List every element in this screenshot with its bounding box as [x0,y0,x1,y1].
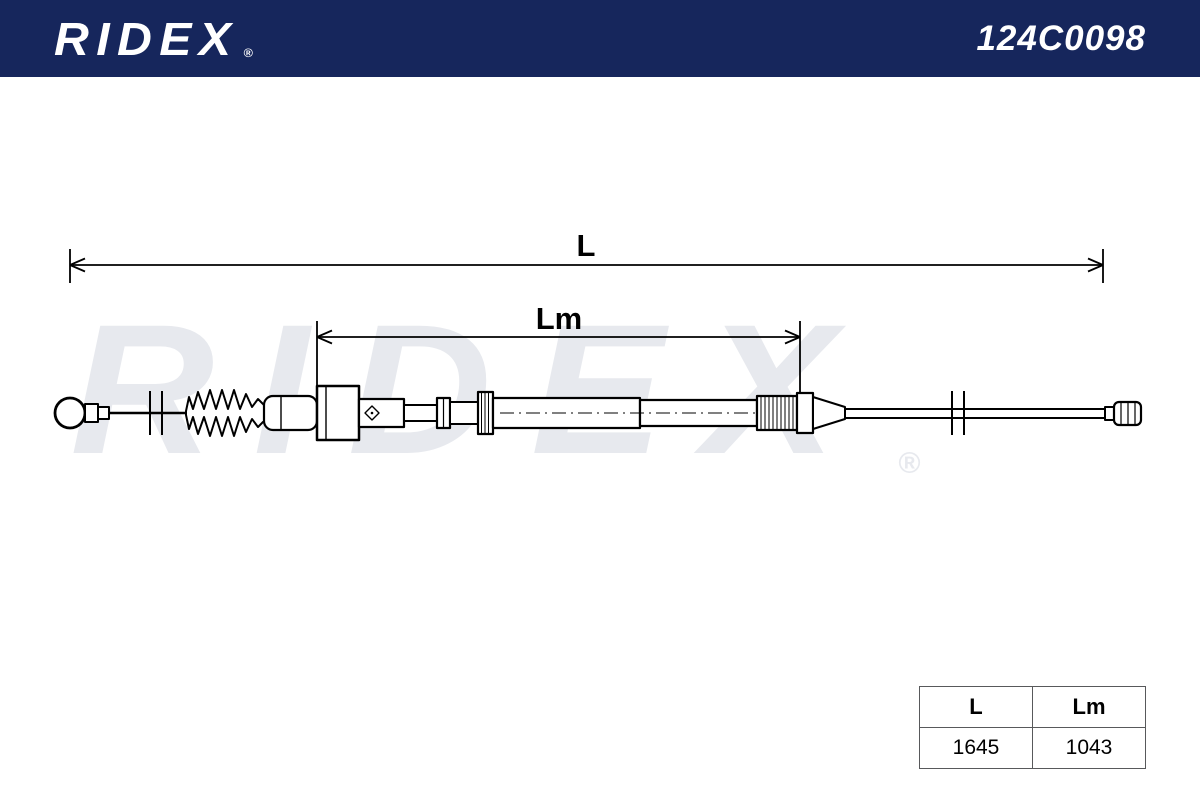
brand-logo: RIDEX ® [54,16,253,62]
cable-eyelet-nipple [97,406,110,420]
spec-table-header-l: L [919,686,1033,728]
end-fitting-neck [1104,406,1115,421]
spec-table: L Lm 1645 1043 [919,686,1146,769]
brake-cable-drawing [53,384,1143,442]
cable-eyelet-fitting [84,403,99,423]
watermark-registered-trademark-icon: ® [898,447,921,480]
cable-eyelet [53,396,87,430]
cable-long-rod [844,408,1106,419]
cable-mid-segment [449,401,479,425]
spec-table-header-row: L Lm [919,686,1146,728]
collar [795,391,815,435]
brand-watermark: RIDEX [70,287,876,493]
dimension-overall [69,249,1104,283]
dimension-intermediate [316,321,801,395]
dimension-label-intermediate: Lm [536,301,583,336]
brand-logo-text: RIDEX [54,12,239,65]
header-bar: RIDEX ® 124C0098 [0,0,1200,77]
spec-table-value-l: 1645 [919,727,1033,769]
spec-table-value-row: 1645 1043 [919,727,1146,769]
part-number: 124C0098 [976,18,1146,58]
spec-table-header-lm: Lm [1032,686,1146,728]
cable-sleeve [262,394,319,432]
registered-trademark-icon: ® [243,45,253,60]
dimension-label-overall: L [577,228,596,263]
mounting-block [315,384,361,442]
spec-table-value-lm: 1043 [1032,727,1146,769]
cable-rod-segment [403,404,438,422]
taper-cone [812,396,846,430]
cable-bellows [185,389,265,437]
